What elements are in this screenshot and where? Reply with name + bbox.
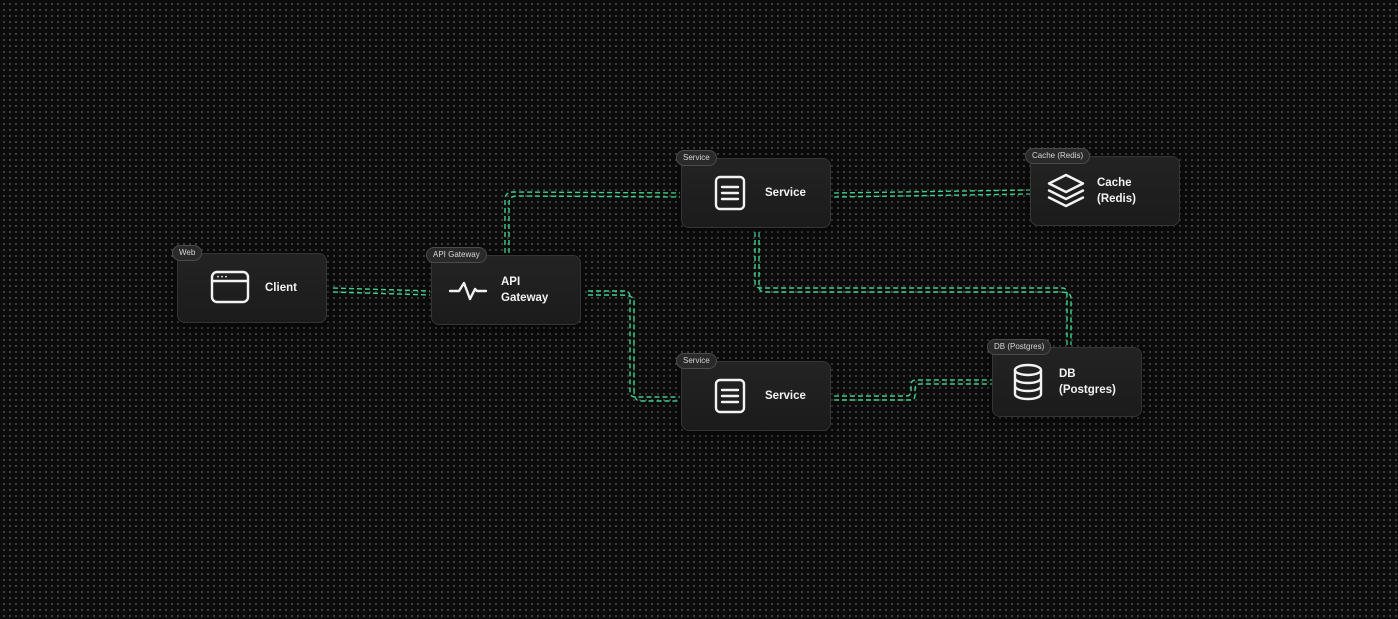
node-badge: Service bbox=[676, 353, 717, 369]
edge-service-bottom-db bbox=[834, 379, 992, 401]
node-label: API Gateway bbox=[501, 276, 549, 304]
node-service-top[interactable]: Service Service bbox=[676, 150, 831, 228]
node-label: Cache (Redis) bbox=[1097, 177, 1136, 205]
node-label: Service bbox=[765, 390, 806, 402]
node-service-bottom[interactable]: Service Service bbox=[676, 353, 831, 431]
browser-window-icon bbox=[209, 267, 251, 309]
node-label: Client bbox=[265, 282, 297, 294]
node-db-postgres[interactable]: DB (Postgres) DB (Postgres) bbox=[987, 339, 1142, 417]
node-badge: Cache (Redis) bbox=[1025, 148, 1091, 164]
node-cache-redis[interactable]: Cache (Redis) Cache (Redis) bbox=[1025, 148, 1180, 226]
node-badge: API Gateway bbox=[426, 247, 487, 263]
node-badge: DB (Postgres) bbox=[987, 339, 1052, 355]
edge-client-gateway bbox=[332, 287, 431, 296]
document-lines-icon bbox=[709, 375, 751, 417]
database-cylinder-icon bbox=[1007, 361, 1049, 403]
edge-gateway-service-top bbox=[504, 191, 681, 253]
node-badge: Service bbox=[676, 150, 717, 166]
node-badge: Web bbox=[172, 245, 203, 261]
edge-service-top-cache bbox=[833, 189, 1031, 198]
activity-pulse-icon bbox=[447, 269, 489, 311]
edge-service-top-db bbox=[754, 232, 1072, 345]
layers-stack-icon bbox=[1045, 170, 1087, 212]
node-api-gateway[interactable]: API Gateway API Gateway bbox=[426, 247, 581, 325]
edge-gateway-service-bottom bbox=[588, 290, 680, 402]
node-label: Service bbox=[765, 187, 806, 199]
document-lines-icon bbox=[709, 172, 751, 214]
node-client[interactable]: Web Client bbox=[172, 245, 327, 323]
node-label: DB (Postgres) bbox=[1059, 368, 1116, 396]
